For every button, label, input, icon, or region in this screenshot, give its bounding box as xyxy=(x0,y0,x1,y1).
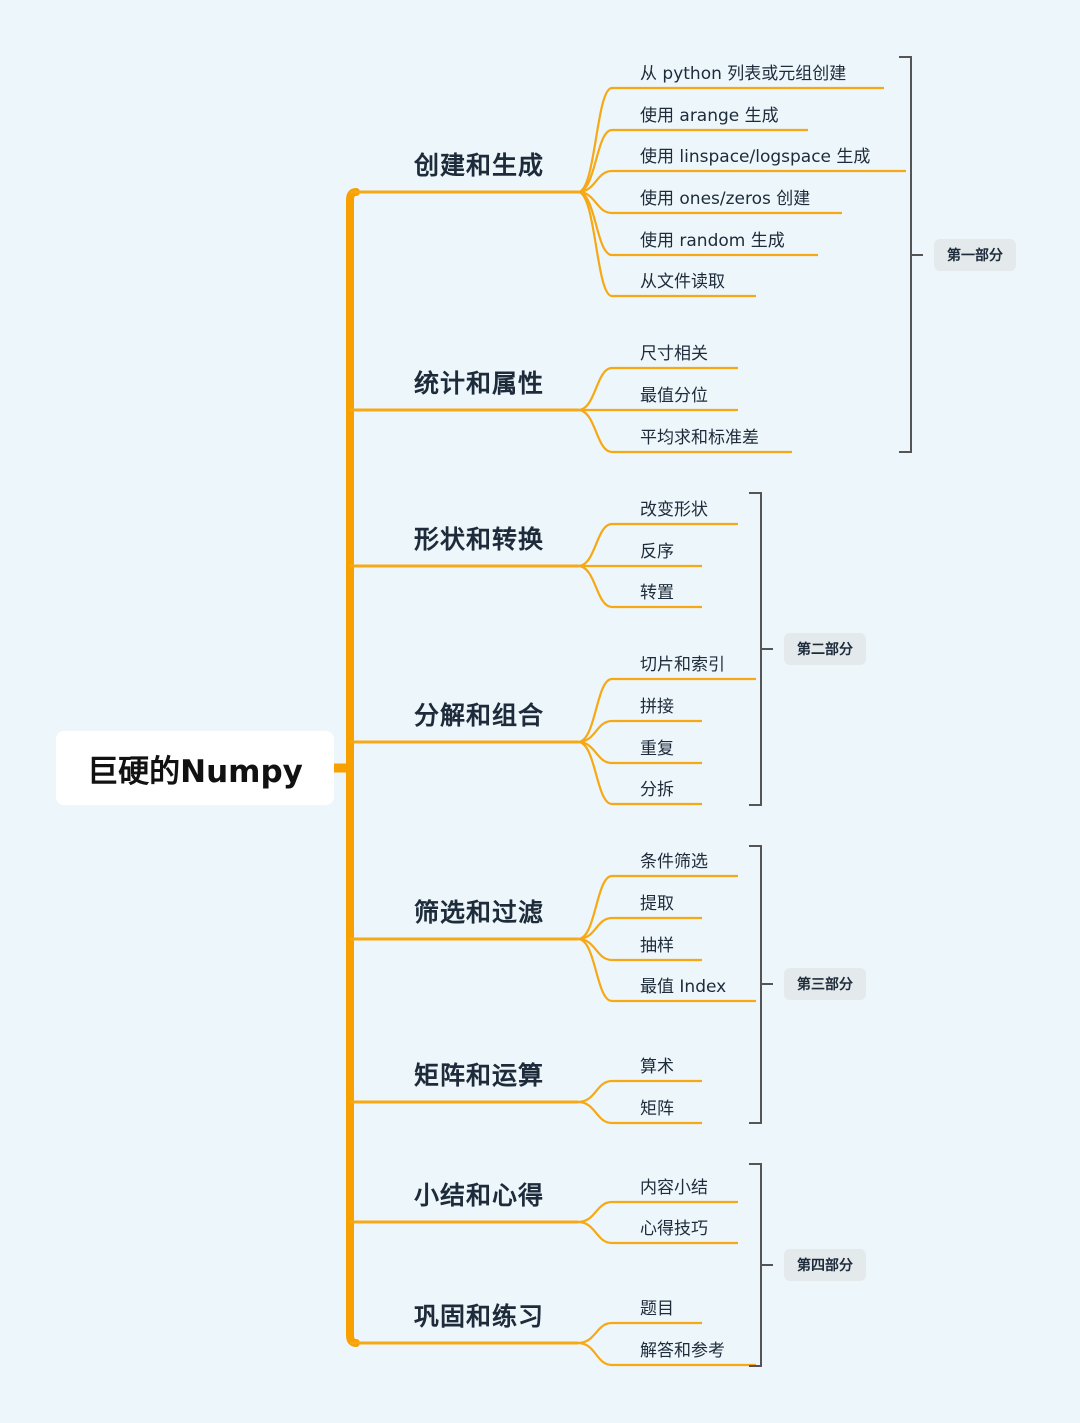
leaf-connector xyxy=(577,522,738,568)
leaf-label[interactable]: 切片和索引 xyxy=(640,655,725,675)
leaf-connector xyxy=(577,408,792,454)
leaf-connector xyxy=(577,1220,738,1245)
leaf-label[interactable]: 使用 arange 生成 xyxy=(640,106,779,126)
leaf-connector xyxy=(577,740,702,806)
branch-label[interactable]: 矩阵和运算 xyxy=(414,1061,545,1090)
leaf-label[interactable]: 最值分位 xyxy=(640,386,708,406)
leaf-label[interactable]: 改变形状 xyxy=(640,500,708,520)
trunk-line xyxy=(346,188,360,1347)
leaf-label[interactable]: 拼接 xyxy=(640,697,674,717)
leaf-label[interactable]: 内容小结 xyxy=(640,1178,708,1198)
leaf-label[interactable]: 最值 Index xyxy=(640,977,727,997)
branch-label[interactable]: 创建和生成 xyxy=(414,151,545,180)
leaf-label[interactable]: 分拆 xyxy=(640,780,674,800)
branch-label[interactable]: 分解和组合 xyxy=(414,701,545,730)
leaf-label[interactable]: 抽样 xyxy=(640,936,674,956)
leaf-label[interactable]: 题目 xyxy=(640,1299,674,1319)
leaf-label[interactable]: 转置 xyxy=(640,583,674,603)
leaf-connector xyxy=(577,719,702,744)
leaf-connector xyxy=(577,1100,702,1125)
leaf-label[interactable]: 心得技巧 xyxy=(640,1219,708,1239)
section-badge[interactable]: 第一部分 xyxy=(934,239,1016,271)
leaf-label[interactable]: 使用 random 生成 xyxy=(640,231,785,251)
branch-label[interactable]: 小结和心得 xyxy=(414,1181,545,1210)
leaf-label[interactable]: 重复 xyxy=(640,739,674,759)
leaf-connector xyxy=(577,169,906,194)
leaf-label[interactable]: 使用 ones/zeros 创建 xyxy=(640,189,811,209)
leaf-connector xyxy=(577,128,808,194)
leaf-connector xyxy=(577,937,756,1003)
leaf-connector xyxy=(577,564,702,609)
section-bracket xyxy=(899,56,923,453)
section-bracket xyxy=(749,1163,773,1367)
branch-label[interactable]: 统计和属性 xyxy=(414,369,545,398)
branch-label[interactable]: 巩固和练习 xyxy=(414,1302,545,1331)
leaf-connector xyxy=(577,190,756,298)
section-badge[interactable]: 第三部分 xyxy=(784,968,866,1000)
leaf-connector xyxy=(577,677,756,744)
branch-label[interactable]: 筛选和过滤 xyxy=(414,898,545,927)
leaf-label[interactable]: 平均求和标准差 xyxy=(640,428,759,448)
leaf-label[interactable]: 尺寸相关 xyxy=(640,344,708,364)
leaf-label[interactable]: 矩阵 xyxy=(640,1099,674,1119)
leaf-connector xyxy=(577,366,738,412)
leaf-connector xyxy=(577,86,884,194)
leaf-connector xyxy=(577,1321,702,1345)
branch-label[interactable]: 形状和转换 xyxy=(414,525,545,554)
leaf-label[interactable]: 条件筛选 xyxy=(640,852,708,872)
leaf-connector xyxy=(577,1079,702,1104)
leaf-label[interactable]: 提取 xyxy=(640,894,674,914)
leaf-label[interactable]: 算术 xyxy=(640,1057,674,1077)
section-bracket xyxy=(749,845,773,1124)
leaf-connector xyxy=(577,916,702,941)
root-label: 巨硬的Numpy xyxy=(87,753,303,790)
root-node[interactable]: 巨硬的Numpy xyxy=(56,731,334,805)
leaf-connector xyxy=(577,1341,756,1367)
leaf-connector xyxy=(577,1200,738,1224)
leaf-label[interactable]: 使用 linspace/logspace 生成 xyxy=(640,147,871,167)
section-badge[interactable]: 第二部分 xyxy=(784,633,866,665)
leaf-label[interactable]: 从 python 列表或元组创建 xyxy=(640,64,847,84)
leaf-label[interactable]: 解答和参考 xyxy=(640,1341,725,1361)
leaf-label[interactable]: 从文件读取 xyxy=(640,272,725,292)
section-bracket xyxy=(749,492,773,806)
leaf-connector xyxy=(577,874,738,941)
leaf-label[interactable]: 反序 xyxy=(640,542,674,562)
section-badge[interactable]: 第四部分 xyxy=(784,1249,866,1281)
